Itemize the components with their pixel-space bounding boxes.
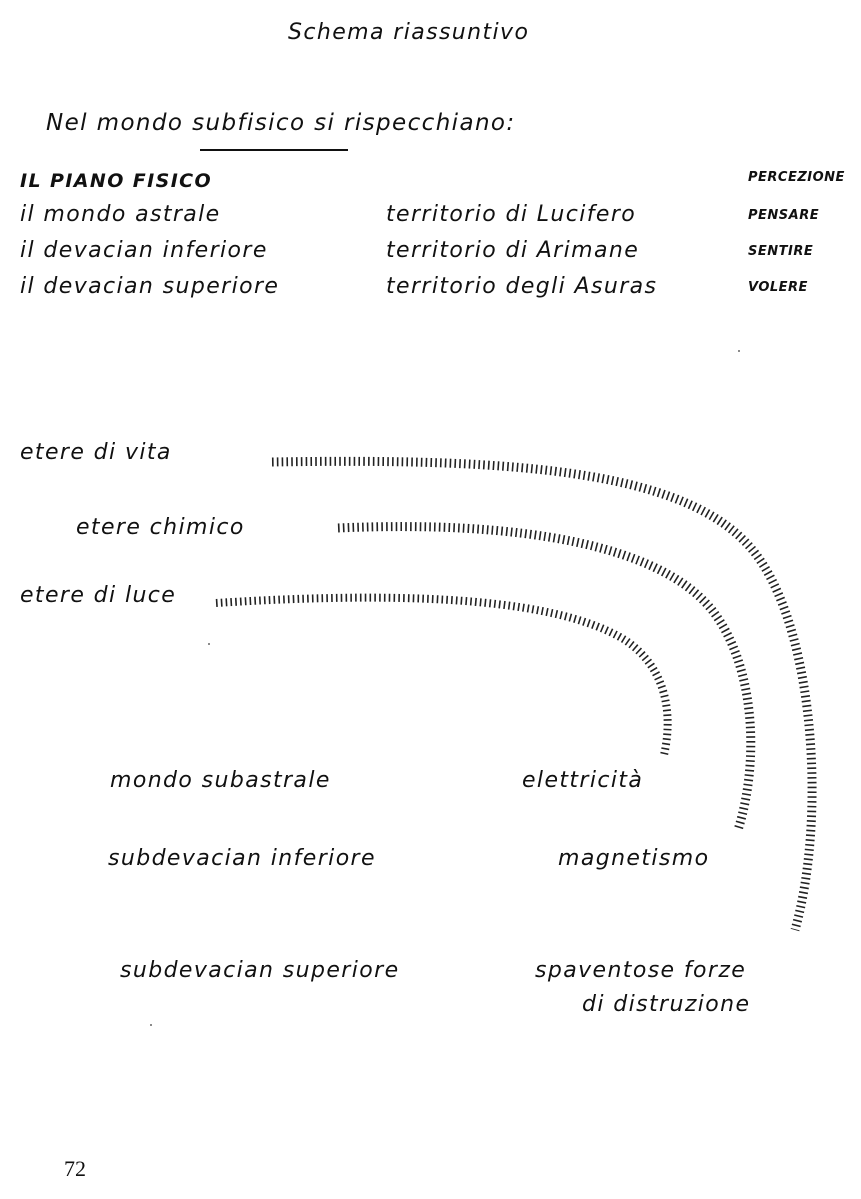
plane-physical: IL PIANO FISICO (20, 170, 213, 192)
territory-asuras: territorio degli Asuras (386, 274, 658, 299)
subworld-subdevacian-lower: subdevacian inferiore (108, 846, 376, 871)
ether-life-label: etere di vita (20, 440, 172, 465)
diagram-title: Schema riassuntivo (288, 20, 530, 45)
ether-chemical-label: etere chimico (76, 515, 245, 540)
speck (738, 350, 740, 352)
speck (208, 643, 210, 645)
ether-light-arc (215, 593, 672, 756)
ether-chemical-arc (337, 522, 756, 832)
plane-astral: il mondo astrale (20, 202, 221, 227)
subworld-subastral: mondo subastrale (110, 768, 331, 793)
territory-ahriman: territorio di Arimane (386, 238, 640, 263)
faculty-feeling: SENTIRE (748, 244, 814, 259)
plane-devacian-lower: il devacian inferiore (20, 238, 268, 263)
force-electricity: elettricità (522, 768, 644, 793)
ether-light-label: etere di luce (20, 583, 177, 608)
speck (150, 1024, 152, 1026)
faculty-perception: PERCEZIONE (748, 170, 845, 185)
faculty-willing: VOLERE (748, 280, 808, 295)
intro-text: Nel mondo subfisico si rispecchiano: (46, 110, 516, 136)
force-destruction-line2: di distruzione (582, 992, 751, 1017)
force-destruction-line1: spaventose forze (535, 958, 747, 983)
force-magnetism: magnetismo (558, 846, 710, 871)
faculty-thinking: PENSARE (748, 208, 820, 223)
ether-life-arc (271, 456, 817, 932)
intro-underline (200, 149, 348, 151)
page-number: 72 (64, 1156, 86, 1181)
plane-devacian-upper: il devacian superiore (20, 274, 280, 299)
territory-lucifer: territorio di Lucifero (386, 202, 637, 227)
subworld-subdevacian-upper: subdevacian superiore (120, 958, 400, 983)
